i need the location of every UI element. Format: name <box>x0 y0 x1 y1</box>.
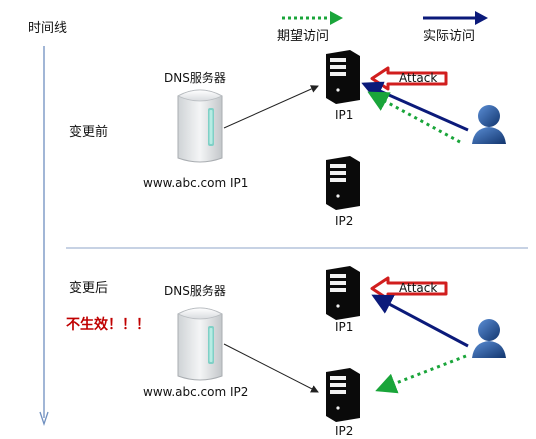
ip1-label-before: IP1 <box>335 108 354 122</box>
after-note: 不生效！！！ <box>66 317 150 333</box>
expected-access-arrow-before <box>367 91 461 144</box>
attack-arrow-before <box>370 66 448 91</box>
user-icon-before <box>472 105 506 144</box>
section-label-after: 变更后 <box>69 281 109 296</box>
dns-resolve-arrow <box>223 343 319 393</box>
timeline-arrowhead <box>39 411 49 427</box>
legend-actual-arrowhead <box>475 11 488 25</box>
legend-expected-label: 期望访问 <box>277 29 330 44</box>
ip2-label-before: IP2 <box>335 214 354 228</box>
user-icon-after <box>472 319 506 358</box>
dns-server-icon <box>177 89 223 163</box>
expected-access-arrow-after <box>375 354 467 394</box>
actual-access-arrow-before <box>361 81 469 132</box>
dns-title-after: DNS服务器 <box>164 284 226 298</box>
actual-access-arrow-after <box>371 294 469 348</box>
dns-resolve-arrow <box>223 85 319 129</box>
dns-record-after: www.abc.com IP2 <box>143 385 249 399</box>
timeline-label: 时间线 <box>28 21 68 36</box>
server-ip2-icon <box>326 368 360 422</box>
server-ip2-icon <box>326 156 360 210</box>
attack-label-after: Attack <box>399 281 438 295</box>
server-ip1-icon <box>326 266 360 320</box>
legend-expected-arrowhead <box>330 11 343 25</box>
dns-record-before: www.abc.com IP1 <box>143 176 249 190</box>
ip1-label-after: IP1 <box>335 320 354 334</box>
section-label-before: 变更前 <box>69 125 109 140</box>
server-ip1-icon <box>326 50 360 104</box>
dns-title-before: DNS服务器 <box>164 71 226 85</box>
attack-label-before: Attack <box>399 71 438 85</box>
legend-actual-label: 实际访问 <box>423 29 476 44</box>
dns-server-icon <box>177 307 223 381</box>
ip2-label-after: IP2 <box>335 424 354 438</box>
